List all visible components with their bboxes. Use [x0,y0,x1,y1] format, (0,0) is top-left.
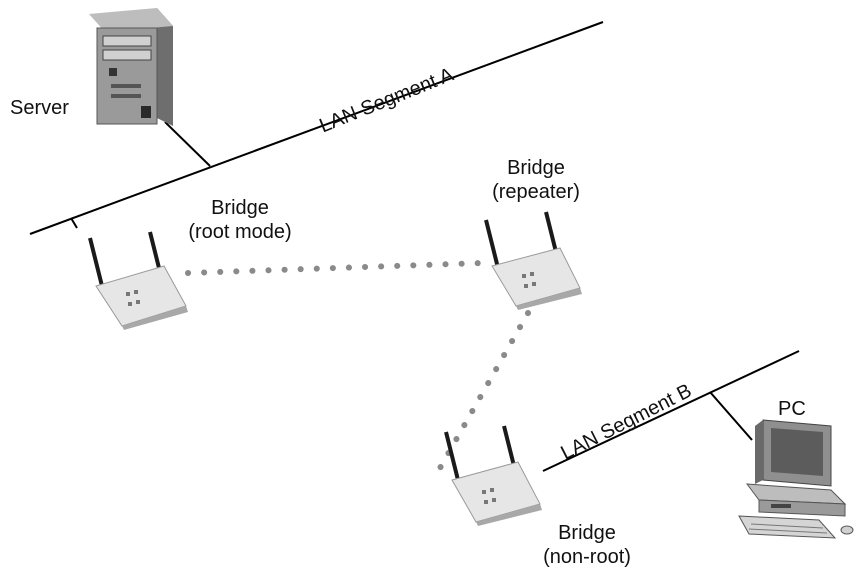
pc-drop-line [709,391,753,441]
server-drop-line [164,121,211,167]
server-icon [89,8,173,126]
bridge-nonroot-title: Bridge [558,522,616,544]
bridge-root-title: Bridge [211,197,269,219]
lan-segment-a-line [29,21,604,235]
wireless-link-repeater-nonroot [437,310,531,471]
bridge-repeater-title: Bridge [507,157,565,179]
pc-label: PC [778,398,806,420]
bridge-icon [444,425,542,526]
bridge-root-drop-line [70,217,78,229]
wireless-link-root-repeater [185,260,485,276]
bridge-icon [88,231,188,330]
bridge-root-mode: (root mode) [188,221,292,243]
bridge-repeater-label: Bridge (repeater) [468,156,604,204]
bridge-nonroot-label: Bridge (non-root) [532,521,642,569]
server-label: Server [10,97,69,119]
pc-icon [738,419,854,539]
bridge-icon [484,211,582,310]
bridge-repeater-mode: (repeater) [492,181,580,203]
bridge-nonroot-mode: (non-root) [543,546,631,568]
lan-segment-b-line [542,350,800,472]
bridge-root-label: Bridge (root mode) [166,196,314,244]
